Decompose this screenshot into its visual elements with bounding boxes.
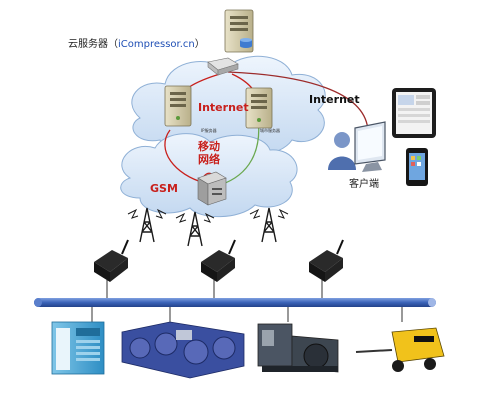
compressors <box>51 321 445 379</box>
phone-icon <box>406 148 428 186</box>
cloud-server-close: ） <box>194 39 205 50</box>
gsm-modem-icon <box>309 239 344 300</box>
city-server-icon <box>245 87 273 129</box>
antenna-tower-icon <box>127 207 167 243</box>
field-bus <box>34 298 436 322</box>
mobile-network-label: 移动 网络 <box>198 140 220 166</box>
internet-outer-label: Internet <box>309 93 360 106</box>
compressor-icon <box>257 323 339 373</box>
antenna-tower-icon <box>249 207 289 243</box>
router-icon <box>207 57 239 76</box>
gsm-gateway-icon <box>197 171 227 206</box>
monitor-icon <box>354 121 386 172</box>
client-devices <box>328 88 436 186</box>
client-label: 客户端 <box>349 179 379 190</box>
cloud-server-label-text: 云服务器（ <box>68 39 118 50</box>
cloud-server-brand: iCompressor.cn <box>118 39 195 50</box>
antenna-tower-icon <box>175 211 215 247</box>
ip-server-label: IP服务器 <box>201 128 217 133</box>
ip-server-icon <box>164 85 192 127</box>
gsm-modems <box>94 239 344 300</box>
gsm-modem-icon <box>201 239 236 300</box>
cloud-server-label: 云服务器（iCompressor.cn） <box>68 40 205 50</box>
antenna-towers <box>127 207 289 247</box>
cloud-server-icon <box>224 9 254 53</box>
gsm-modem-icon <box>94 239 129 300</box>
mobile-network-line2: 网络 <box>198 153 220 166</box>
link-cloud-client <box>227 71 369 136</box>
gsm-label: GSM <box>150 182 178 195</box>
link-ip-to-gsm <box>164 129 206 184</box>
internet-inner-label: Internet <box>198 101 249 114</box>
city-server-label: 城市服务器 <box>260 128 280 133</box>
portable-compressor-icon <box>355 327 445 372</box>
tablet-icon <box>392 88 436 138</box>
compressor-icon <box>51 321 105 375</box>
compressor-icon <box>121 321 245 379</box>
user-icon <box>328 132 356 170</box>
mobile-network-line1: 移动 <box>198 140 220 153</box>
